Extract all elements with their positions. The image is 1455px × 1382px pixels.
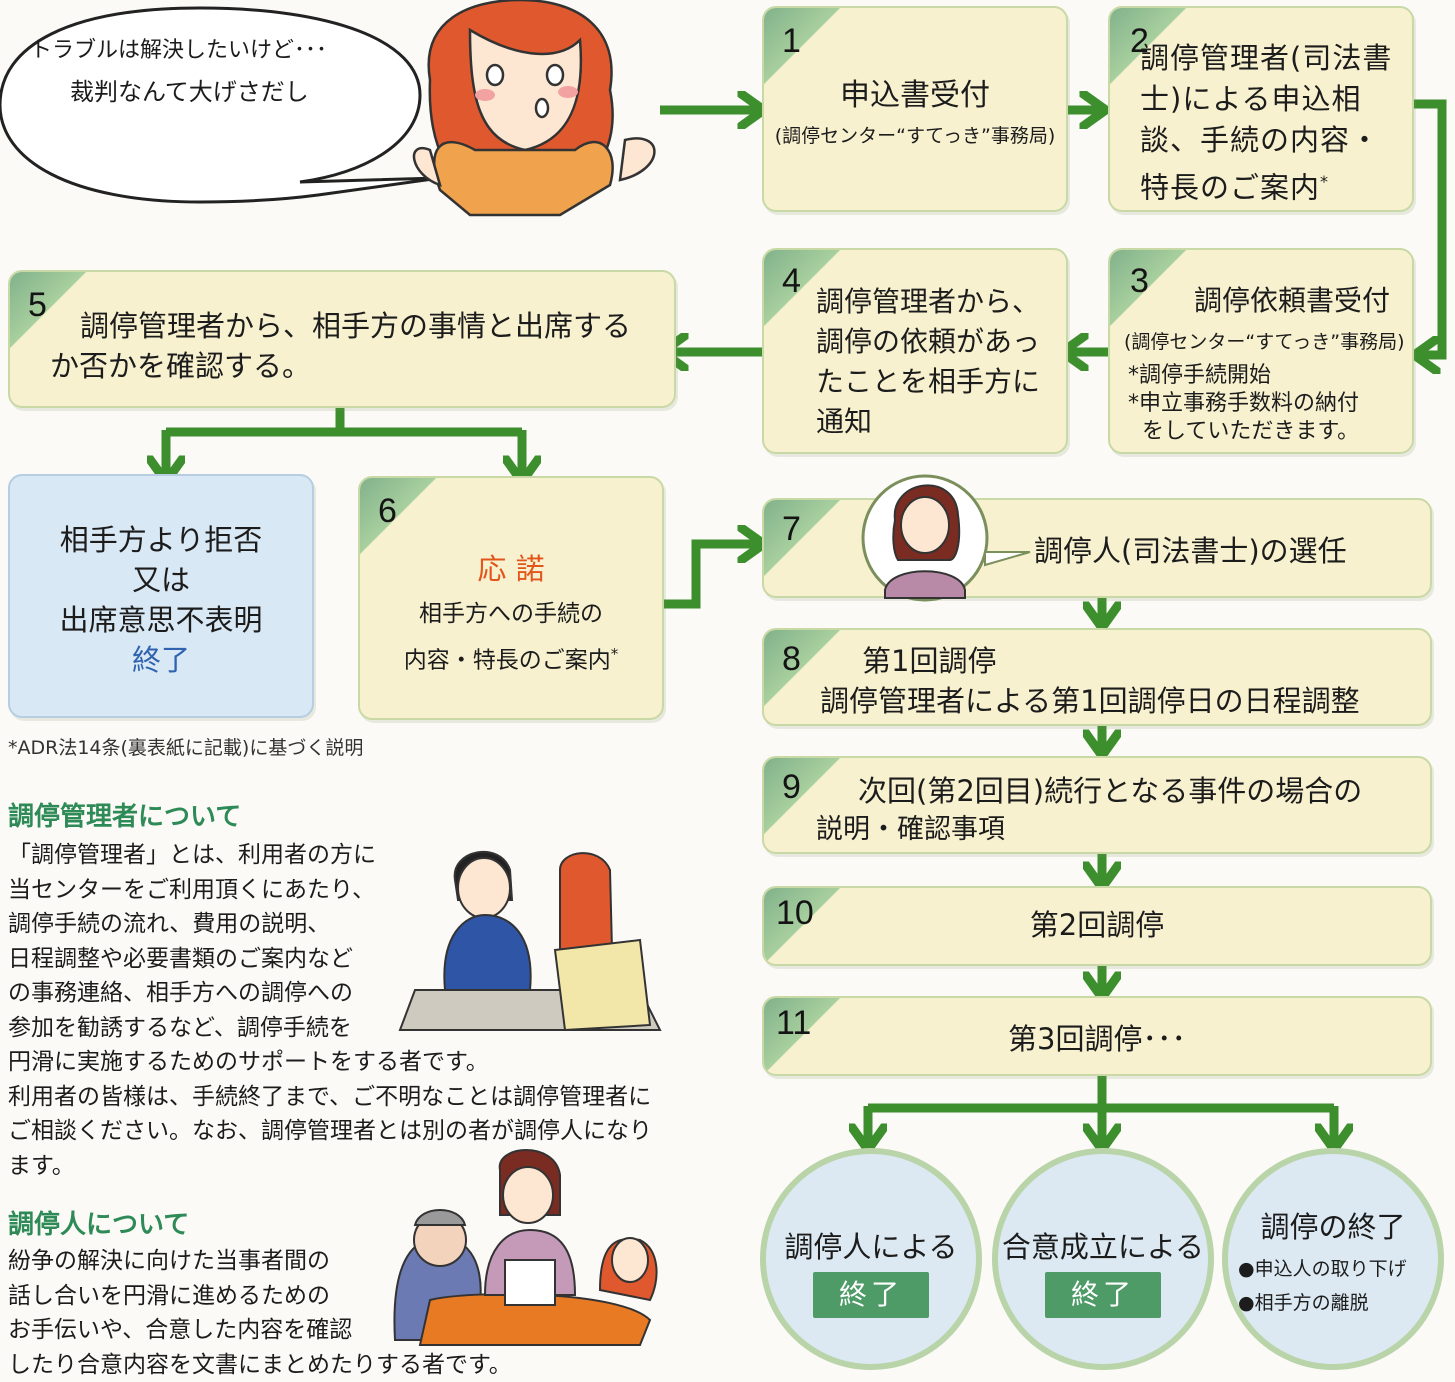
step-8-line-1: 第1回調停 <box>862 642 996 681</box>
manager-line: ご相談ください。なお、調停管理者とは別の者が調停人になり <box>8 1114 652 1149</box>
step-3-note-3: をしていただきます。 <box>1128 418 1359 446</box>
speech-line-2: 裁判なんて大げさだし <box>70 76 309 108</box>
mediator-section-body: 紛争の解決に向けた当事者間の 話し合いを円滑に進めるための お手伝いや、合意した… <box>8 1244 512 1382</box>
mediator-line: 紛争の解決に向けた当事者間の <box>8 1244 512 1279</box>
step-10-text: 第2回調停 <box>764 906 1430 945</box>
manager-line: 円滑に実施するためのサポートをする者です。 <box>8 1045 652 1080</box>
outcome-3-item-1: ●申込人の取り下げ <box>1238 1252 1407 1286</box>
step-number: 7 <box>782 510 801 549</box>
outcome-2-badge-wrap: 終了 <box>998 1272 1208 1318</box>
footnote-star: * <box>611 645 619 663</box>
reject-end-label: 終了 <box>10 640 312 680</box>
step-6-line-1: 相手方への手続の <box>360 594 662 634</box>
step-3-note-1: *調停手続開始 <box>1128 362 1359 390</box>
step-number: 3 <box>1130 262 1149 301</box>
step-1-title: 申込書受付 <box>764 76 1066 117</box>
mediator-line: 話し合いを円滑に進めるための <box>8 1279 512 1314</box>
speech-line-1: トラブルは解決したいけど･･･ <box>30 36 327 66</box>
manager-section-title: 調停管理者について <box>8 800 241 835</box>
step-number: 6 <box>378 492 397 531</box>
step-5-text: 調停管理者から、相手方の事情と出席するか否かを確認する。 <box>50 306 656 386</box>
end-badge: 終了 <box>813 1272 929 1318</box>
manager-line: 「調停管理者」とは、利用者の方に <box>8 838 652 873</box>
reject-text: 相手方より拒否 又は 出席意思不表明 終了 <box>10 520 312 680</box>
end-badge: 終了 <box>1045 1272 1161 1318</box>
manager-line: 参加を勧誘するなど、調停手続を <box>8 1011 652 1046</box>
footnote-star: * <box>1320 172 1329 191</box>
step-3-title: 調停依頼書受付 <box>1194 282 1390 320</box>
manager-section-body: 「調停管理者」とは、利用者の方に 当センターをご利用頂くにあたり、 調停手続の流… <box>8 838 652 1183</box>
step-3-sub: (調停センター“すてっき”事務局) <box>1124 330 1405 356</box>
step-1-sub: (調停センター“すてっき”事務局) <box>764 124 1066 150</box>
outcome-3-label: 調停の終了 <box>1228 1208 1438 1247</box>
outcome-3-item-2: ●相手方の離脱 <box>1238 1286 1407 1320</box>
reject-line-3: 出席意思不表明 <box>10 600 312 640</box>
step-2-text: 調停管理者(司法書士)による申込相談、手続の内容・特長のご案内* <box>1140 38 1406 209</box>
step-number: 1 <box>782 22 801 61</box>
step-number: 9 <box>782 768 801 807</box>
step-number: 4 <box>782 262 801 301</box>
step-number: 8 <box>782 640 801 679</box>
step-9-line-2: 説明・確認事項 <box>816 812 1005 848</box>
outcome-2-label: 合意成立による <box>998 1228 1208 1267</box>
step-8-line-2: 調停管理者による第1回調停日の日程調整 <box>820 682 1360 721</box>
mediator-section-title: 調停人について <box>8 1208 189 1243</box>
step-6-line-2: 内容・特長のご案内 <box>404 648 611 674</box>
manager-line: の事務連絡、相手方への調停への <box>8 976 652 1011</box>
outcome-1-label: 調停人による <box>766 1228 976 1267</box>
mediator-line: お手伝いや、合意した内容を確認 <box>8 1313 512 1348</box>
step-4-text: 調停管理者から、調停の依頼があったことを相手方に通知 <box>816 282 1050 442</box>
outcome-3-items: ●申込人の取り下げ ●相手方の離脱 <box>1238 1252 1407 1320</box>
outcome-1-badge-wrap: 終了 <box>766 1272 976 1318</box>
footnote: *ADR法14条(裏表紙に記載)に基づく説明 <box>8 736 363 762</box>
step-number: 5 <box>28 286 47 325</box>
manager-line: 調停手続の流れ、費用の説明、 <box>8 907 652 942</box>
reject-line-1: 相手方より拒否 <box>10 520 312 560</box>
step-3-note-2: *申立事務手数料の納付 <box>1128 390 1359 418</box>
manager-line: 利用者の皆様は、手続終了まで、ご不明なことは調停管理者に <box>8 1080 652 1115</box>
step-6-title: 応 諾 <box>360 550 662 589</box>
mediator-line: したり合意内容を文書にまとめたりする者です。 <box>8 1348 512 1382</box>
step-2-text-content: 調停管理者(司法書士)による申込相談、手続の内容・特長のご案内 <box>1140 41 1392 205</box>
step-11-text: 第3回調停･･･ <box>764 1020 1430 1059</box>
step-3-notes: *調停手続開始 *申立事務手数料の納付 をしていただきます。 <box>1128 362 1359 446</box>
manager-line: 日程調整や必要書類のご案内など <box>8 942 652 977</box>
manager-line: ます。 <box>8 1149 652 1184</box>
reject-line-2: 又は <box>10 560 312 600</box>
manager-line: 当センターをご利用頂くにあたり、 <box>8 873 652 908</box>
step-6-text: 相手方への手続の 内容・特長のご案内* <box>360 594 662 681</box>
step-7-text: 調停人(司法書士)の選任 <box>1034 532 1347 571</box>
step-9-line-1: 次回(第2回目)続行となる事件の場合の <box>858 772 1362 811</box>
